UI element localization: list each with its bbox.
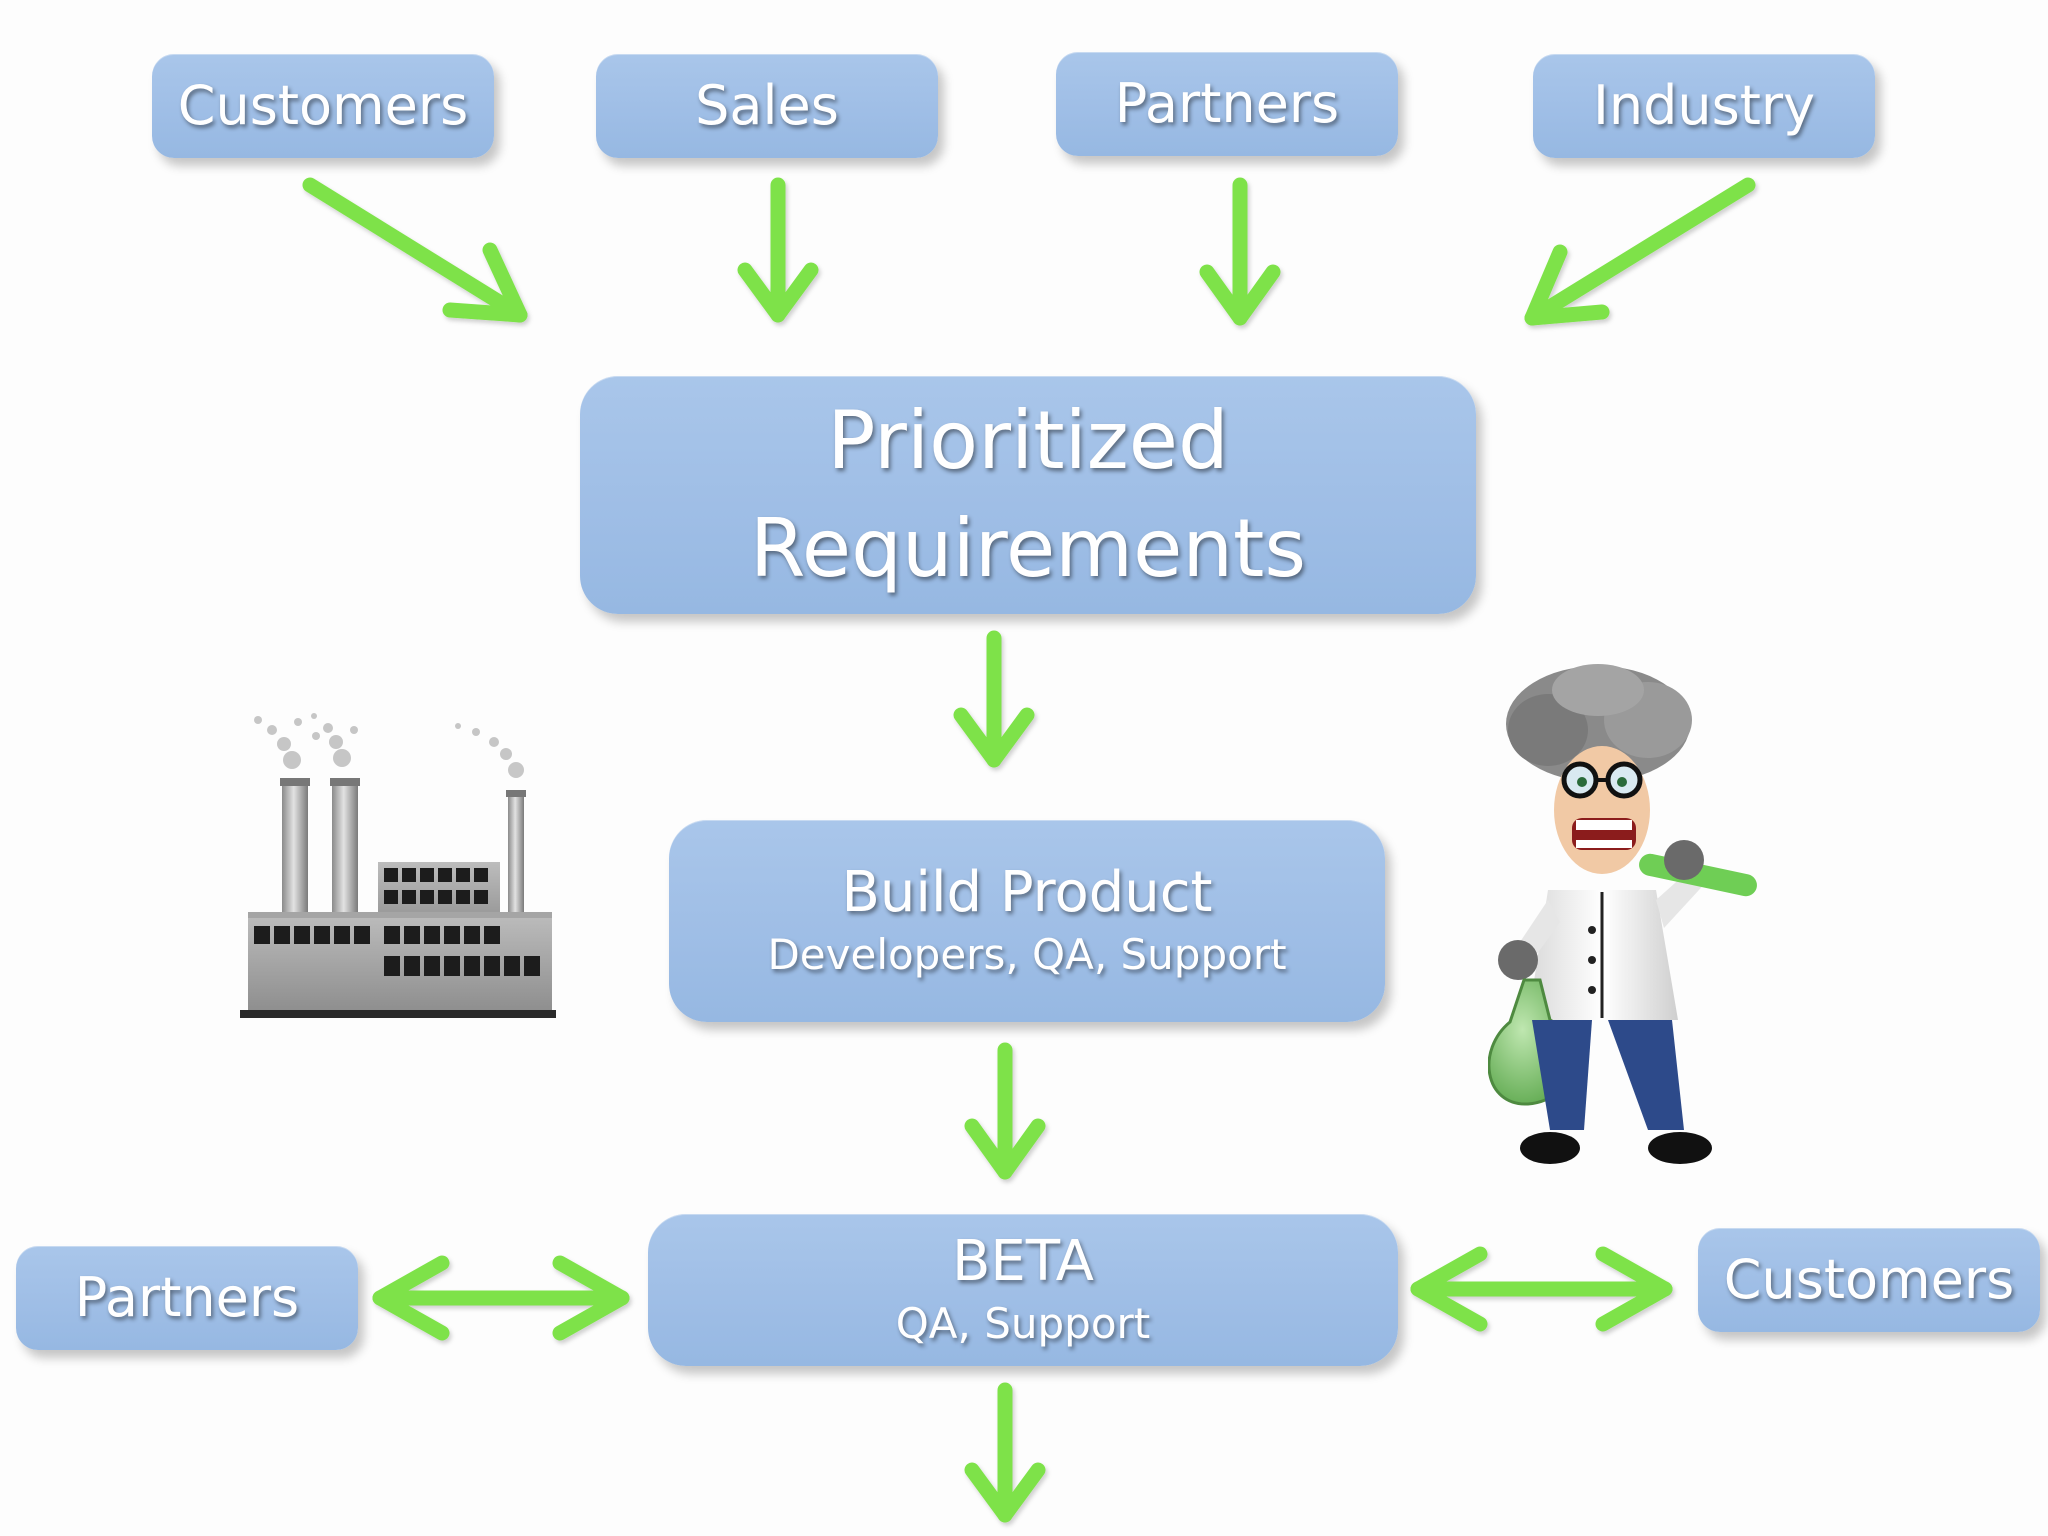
build-title: Build Product <box>841 860 1213 925</box>
beta-title: BETA <box>952 1229 1094 1294</box>
arrow-industry-to-requirements <box>1524 177 1756 326</box>
source-label-sales: Sales <box>695 74 839 137</box>
arrow-beta-down <box>964 1382 1046 1523</box>
mad-scientist-figure <box>1488 664 1757 1164</box>
beta-box: BETA QA, Support <box>648 1214 1398 1366</box>
arrow-customers-to-requirements <box>302 177 528 323</box>
source-label-industry: Industry <box>1592 74 1816 137</box>
arrow-build-to-beta <box>964 1042 1046 1180</box>
prioritized-requirements-box: Prioritized Requirements <box>580 376 1476 614</box>
arrow-partners-to-requirements <box>1199 177 1281 326</box>
beta-partners-box: Partners <box>16 1246 358 1350</box>
beta-subtitle: QA, Support <box>895 1298 1151 1348</box>
factory-icon <box>240 713 556 1018</box>
source-box-partners: Partners <box>1056 52 1398 156</box>
arrow-sales-to-requirements <box>737 177 819 323</box>
source-label-customers: Customers <box>177 74 469 137</box>
source-box-sales: Sales <box>596 54 938 158</box>
source-label-partners: Partners <box>1114 72 1340 135</box>
beta-customers-label: Customers <box>1723 1248 2015 1311</box>
build-product-box: Build Product Developers, QA, Support <box>669 820 1385 1022</box>
arrow-partners-beta-bidirectional <box>372 1255 630 1341</box>
source-box-industry: Industry <box>1533 54 1875 158</box>
requirements-line-2: Requirements <box>749 502 1307 595</box>
beta-customers-box: Customers <box>1698 1228 2040 1332</box>
arrow-beta-customers-bidirectional <box>1410 1246 1673 1332</box>
beta-partners-label: Partners <box>74 1266 300 1329</box>
build-subtitle: Developers, QA, Support <box>767 929 1287 979</box>
requirements-line-1: Prioritized <box>827 394 1229 487</box>
arrow-requirements-to-build <box>953 630 1035 768</box>
source-box-customers: Customers <box>152 54 494 158</box>
